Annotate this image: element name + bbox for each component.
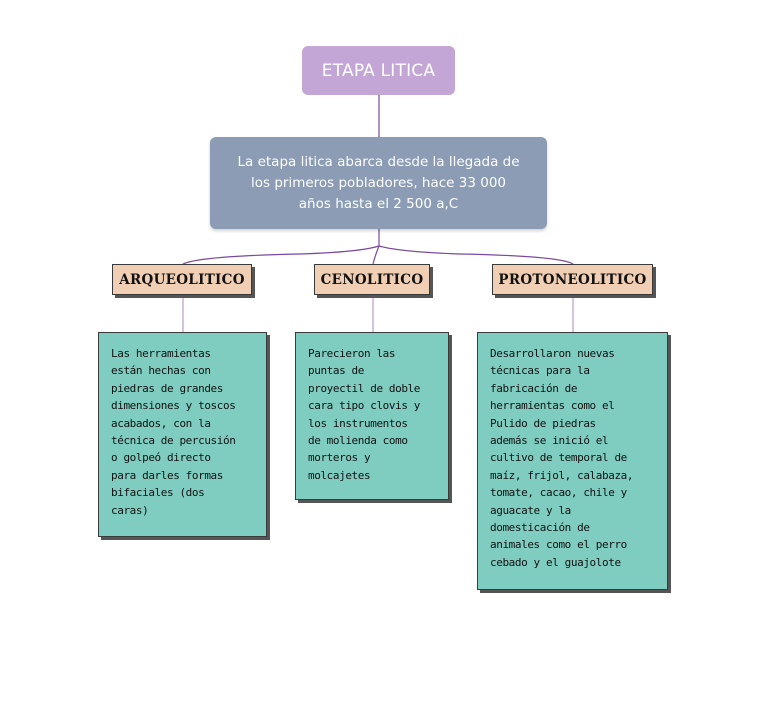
category-cenolitico[interactable]: CENOLITICO: [314, 264, 430, 295]
description-arqueolitico[interactable]: Las herramientas están hechas con piedra…: [98, 332, 267, 537]
description-cenolitico[interactable]: Parecieron las puntas de proyectil de do…: [295, 332, 449, 500]
connector-to-protoneolitico: [378, 245, 574, 265]
description-protoneolitico[interactable]: Desarrollaron nuevas técnicas para la fa…: [477, 332, 668, 590]
connector-to-cenolitico: [372, 245, 380, 265]
summary-node[interactable]: La etapa litica abarca desde la llegada …: [210, 137, 547, 229]
connector-to-arqueolitico: [182, 245, 380, 265]
category-arqueolitico[interactable]: ARQUEOLITICO: [112, 264, 252, 295]
root-node-title[interactable]: ETAPA LITICA: [302, 46, 455, 95]
summary-text: La etapa litica abarca desde la llegada …: [237, 153, 520, 212]
category-protoneolitico[interactable]: PROTONEOLITICO: [492, 264, 653, 295]
